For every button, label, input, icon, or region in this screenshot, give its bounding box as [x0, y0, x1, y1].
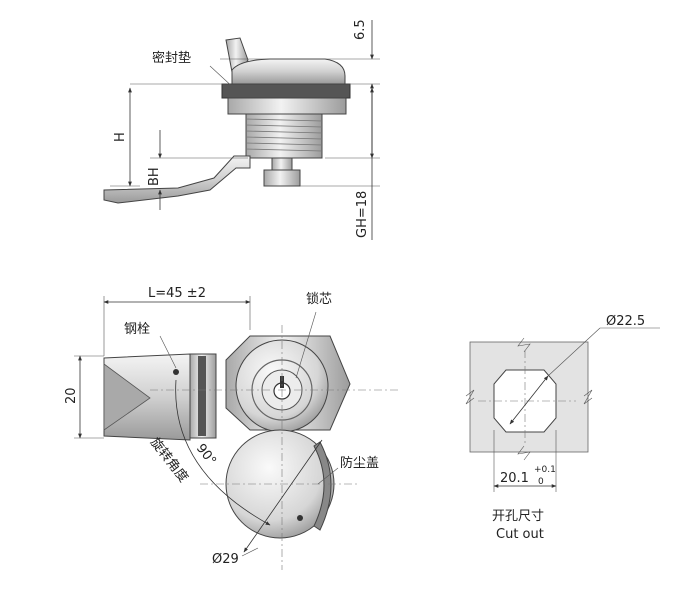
- shaft: [271, 157, 293, 171]
- rotation-value: 90°: [193, 441, 219, 468]
- gasket: [221, 83, 351, 99]
- bolt-band: [198, 356, 206, 436]
- top-side-view: 密封垫 6.5 H BH GH=18: [103, 19, 380, 240]
- cutout-flat-text: 20.1: [500, 471, 529, 486]
- dust-cover-pin: [297, 515, 303, 521]
- dim-h-text: H: [113, 132, 128, 142]
- cutout-diameter-text: Ø22.5: [606, 314, 645, 329]
- cutout-title-en: Cut out: [496, 527, 544, 542]
- gasket-label: 密封垫: [152, 50, 191, 66]
- dim-width-text: 20: [64, 387, 79, 404]
- bolt-bevel: [103, 363, 151, 431]
- mounting-nut: [227, 97, 347, 115]
- cutout-title-cn: 开孔尺寸: [492, 509, 544, 524]
- dust-cover-tab: [313, 441, 332, 531]
- front-view: L=45 ±2 20 锁芯: [64, 286, 400, 570]
- cutout-tol-upper: +0.1: [534, 465, 556, 475]
- dim-top-text: 6.5: [353, 19, 368, 40]
- dust-cover-label: 防尘盖: [340, 455, 379, 471]
- thread-lines: [245, 118, 323, 152]
- dim-diameter-text: Ø29: [212, 552, 239, 567]
- cutout-tol-lower: 0: [538, 477, 544, 487]
- lock-core-label: 锁芯: [306, 291, 332, 307]
- bottom-nut: [263, 169, 301, 187]
- dim-gh-text: GH=18: [355, 191, 370, 238]
- bolt-pin: [173, 369, 179, 375]
- cap-head: [231, 58, 346, 85]
- keyhole-slot: [280, 376, 284, 388]
- steel-bolt-label: 钢栓: [124, 322, 150, 337]
- dim-bh-text: BH: [147, 167, 162, 186]
- cam-arm: [103, 155, 251, 204]
- cutout-view: Ø22.5 20.1 +0.1 0 开孔尺寸 Cut out: [465, 314, 660, 542]
- dim-length-text: L=45 ±2: [148, 286, 206, 301]
- rotation-label: 旋转角度: [147, 435, 192, 486]
